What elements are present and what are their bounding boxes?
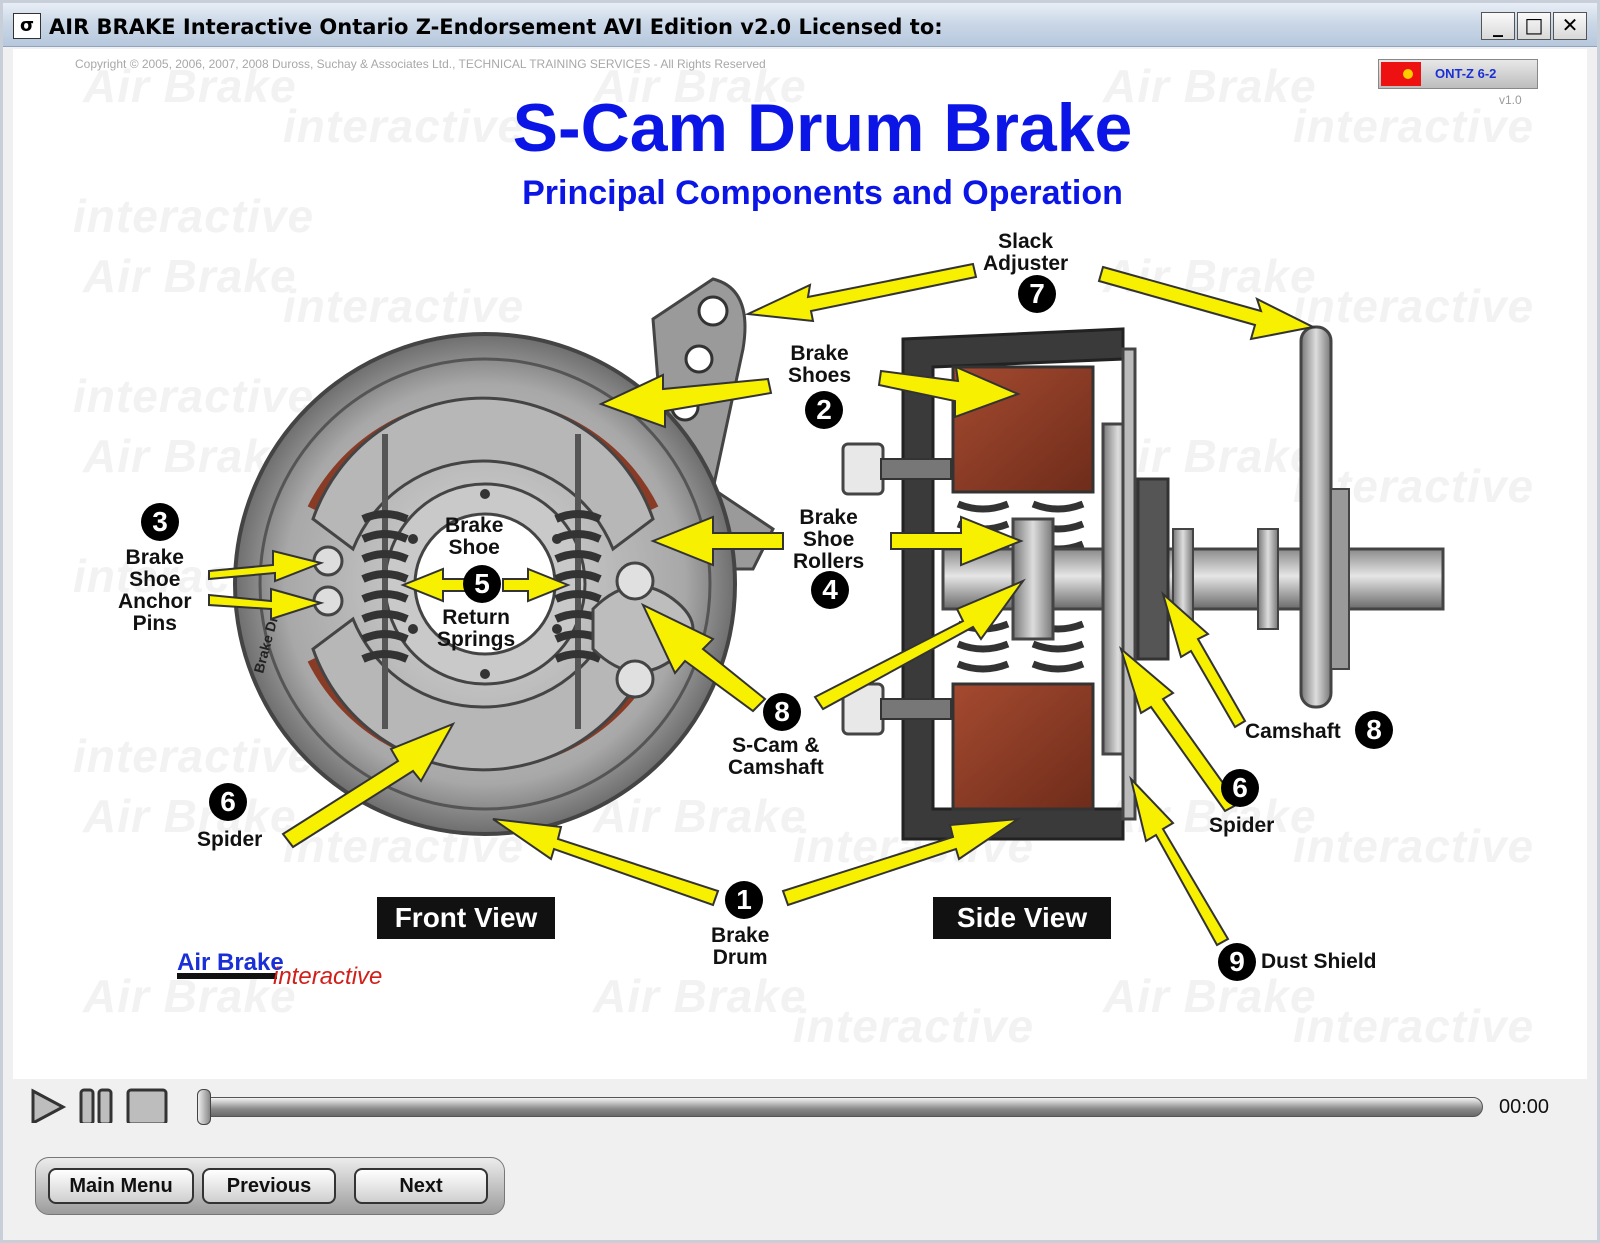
watermark: Air Brake: [83, 60, 297, 112]
label-spider-left: Spider: [197, 828, 263, 851]
slide-subtitle: Principal Components and Operation: [522, 174, 1123, 212]
callout-4-rollers: 4: [811, 571, 849, 609]
watermark: interactive: [1293, 280, 1535, 332]
watermark: interactive: [1293, 100, 1535, 152]
watermark: Air Brake: [83, 250, 297, 302]
watermark: Air Brake: [1103, 970, 1317, 1022]
version-label: v1.0: [1499, 93, 1522, 107]
label-scam-camshaft: S-Cam &Camshaft: [728, 734, 824, 779]
side-view-label: Side View: [933, 897, 1111, 939]
callout-6-spider-left: 6: [209, 783, 247, 821]
stop-button[interactable]: [125, 1087, 169, 1123]
logo-text-air-brake: Air Brake: [177, 949, 284, 976]
lesson-code: ONT-Z 6-2: [1435, 66, 1497, 81]
watermark: interactive: [73, 730, 315, 782]
callout-8-scam: 8: [763, 693, 801, 731]
watermark: interactive: [1293, 820, 1535, 872]
play-button[interactable]: [27, 1087, 67, 1123]
media-player: 00:00: [13, 1079, 1587, 1125]
next-button[interactable]: Next: [354, 1168, 488, 1204]
lesson-badge: ONT-Z 6-2: [1378, 59, 1538, 89]
side-view-drawing: [841, 325, 1445, 841]
seek-bar[interactable]: [201, 1097, 1483, 1117]
logo-text-interactive: interactive: [273, 963, 383, 990]
slide-area: Air Brake Air Brake Air Brake interactiv…: [13, 49, 1587, 1079]
callout-1-brake-drum: 1: [725, 881, 763, 919]
slide-title: S-Cam Drum Brake: [512, 90, 1133, 166]
callout-7-slack-adjuster: 7: [1018, 275, 1056, 313]
watermark: Air Brake: [1103, 60, 1317, 112]
watermark: Air Brake: [593, 970, 807, 1022]
previous-button[interactable]: Previous: [202, 1168, 336, 1204]
navigation-bar: Main Menu Previous Next: [35, 1157, 505, 1215]
callout-9-dust-shield: 9: [1218, 943, 1256, 981]
maximize-button[interactable]: □: [1517, 12, 1551, 40]
watermark: interactive: [283, 100, 525, 152]
callout-3-anchor-pins: 3: [141, 503, 179, 541]
callout-8-camshaft: 8: [1355, 711, 1393, 749]
front-view-label: Front View: [377, 897, 555, 939]
label-spider-right: Spider: [1209, 814, 1275, 837]
callout-5-return-springs: 5: [463, 565, 501, 603]
watermark: Air Brake: [593, 790, 807, 842]
ontario-flag-icon: [1381, 62, 1421, 86]
watermark: interactive: [1293, 1000, 1535, 1052]
copyright-text: Copyright © 2005, 2006, 2007, 2008 Duros…: [75, 57, 766, 71]
arrow-layer: [208, 262, 1317, 947]
watermark: interactive: [793, 1000, 1035, 1052]
watermark: Air Brake: [593, 60, 807, 112]
seek-thumb[interactable]: [197, 1089, 211, 1125]
callout-2-brake-shoes: 2: [805, 391, 843, 429]
watermark: Air Brake: [83, 790, 297, 842]
watermark: Air Brake: [1103, 430, 1317, 482]
watermark: interactive: [283, 280, 525, 332]
window-title: AIR BRAKE Interactive Ontario Z-Endorsem…: [49, 15, 943, 39]
watermark: interactive: [73, 370, 315, 422]
main-menu-button[interactable]: Main Menu: [48, 1168, 194, 1204]
title-bar[interactable]: σ AIR BRAKE Interactive Ontario Z-Endors…: [3, 3, 1597, 47]
label-camshaft: Camshaft: [1245, 720, 1341, 743]
air-brake-logo: Air Brake interactive: [177, 949, 437, 999]
pause-button[interactable]: [77, 1087, 117, 1123]
app-icon[interactable]: σ: [13, 13, 41, 39]
callout-6-spider-right: 6: [1221, 769, 1259, 807]
close-button[interactable]: ✕: [1553, 12, 1587, 40]
logo-bar: [177, 973, 277, 979]
watermark: interactive: [73, 190, 315, 242]
label-dust-shield: Dust Shield: [1261, 950, 1377, 973]
minimize-button[interactable]: _: [1481, 12, 1515, 40]
playback-time: 00:00: [1499, 1096, 1550, 1118]
